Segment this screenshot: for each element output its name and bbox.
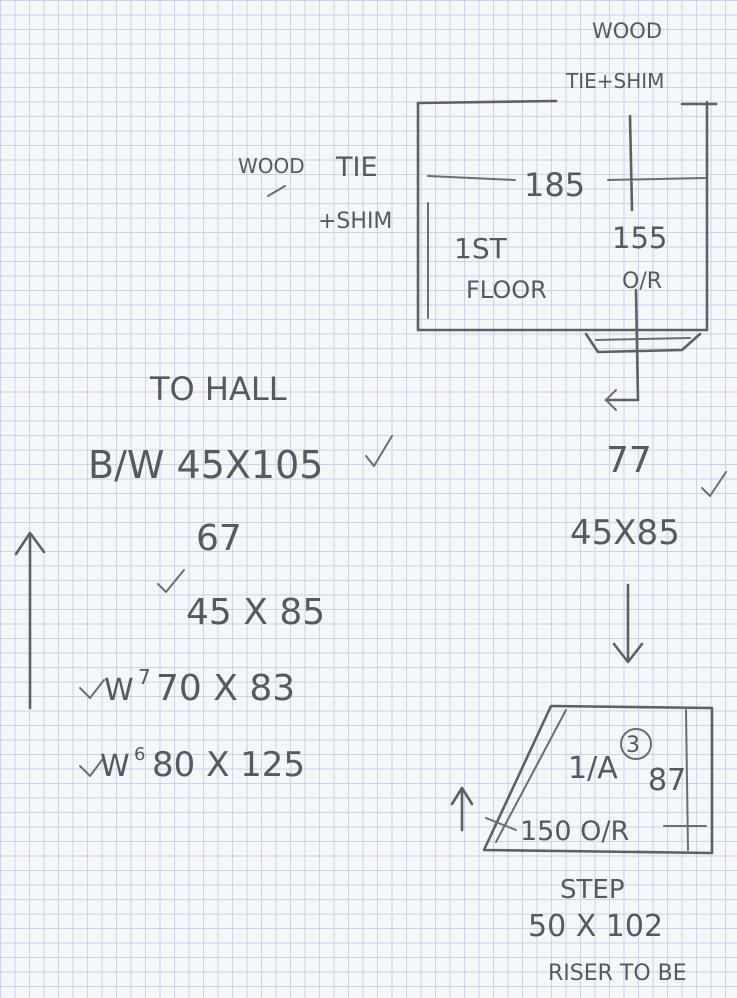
- left-label-line2: TIE: [335, 152, 378, 183]
- left-label-line1: WOOD: [238, 154, 305, 178]
- up-arrow-head: [14, 531, 46, 556]
- plan-outline: [416, 100, 709, 332]
- note-line5: 80 X 125: [152, 745, 305, 785]
- check-mark-3: [79, 679, 105, 699]
- plan-top-wall-left: [416, 99, 558, 105]
- step-outline: [482, 704, 714, 855]
- note-line5-marker: W: [100, 749, 130, 784]
- right-dim-2: 45X85: [570, 513, 680, 553]
- width-dimension-line-left: [427, 175, 516, 181]
- to-hall-label: TO HALL: [149, 370, 287, 408]
- footer-line1: STEP: [560, 875, 625, 905]
- note-line4-super: 7: [138, 665, 151, 689]
- width-dimension: 185: [524, 166, 585, 204]
- step-width-dim: 150 O/R: [520, 816, 629, 847]
- check-mark-5: [701, 471, 727, 497]
- room-name-line2: FLOOR: [466, 276, 547, 304]
- footer-line2: 50 X 102: [528, 909, 663, 944]
- note-line1: B/W 45X105: [88, 443, 323, 487]
- top-plan: WOOD TIE+SHIM WOOD TIE +SHIM 185 1ST FLO…: [238, 19, 718, 411]
- step-number-circle: [620, 728, 652, 760]
- footer-line3: RISER TO BE: [548, 961, 687, 986]
- stair-nosing-inner: [595, 337, 691, 341]
- note-line5-super: 6: [134, 744, 145, 765]
- left-label-line3: +SHIM: [318, 209, 392, 234]
- depth-line-top: [628, 114, 634, 212]
- right-notes: 77 45X85: [570, 440, 727, 664]
- note-line4-marker: W: [104, 673, 134, 708]
- down-arrow-head: [612, 642, 644, 664]
- right-dim-1: 77: [606, 440, 652, 481]
- check-mark-4: [79, 759, 103, 777]
- note-line3: 45 X 85: [186, 592, 325, 633]
- width-dim-line: [485, 817, 517, 831]
- left-notes: TO HALL B/W 45X105 67 45 X 85 W 7 70 X 8…: [14, 370, 393, 785]
- step-depth-dim: 87: [648, 763, 686, 798]
- width-dimension-line-right: [607, 177, 706, 181]
- note-line2: 67: [196, 518, 242, 559]
- step-right-line: [685, 709, 689, 851]
- left-arrow-head: [605, 389, 617, 411]
- step-up-arrow-head: [450, 786, 474, 806]
- depth-dim-line1: 155: [612, 221, 667, 255]
- check-mark-2: [157, 569, 185, 593]
- note-line4: 70 X 83: [156, 668, 295, 709]
- top-label-line2: TIE+SHIM: [565, 69, 664, 93]
- step-number: 3: [626, 733, 640, 758]
- step-plan: 1/A 3 87 150 O/R: [450, 704, 714, 855]
- tick-mark: [267, 185, 286, 197]
- footer-notes: STEP 50 X 102 RISER TO BE: [528, 875, 687, 986]
- step-label: 1/A: [568, 751, 618, 786]
- stair-nosing: [584, 332, 702, 354]
- top-label-line1: WOOD: [592, 19, 662, 43]
- step-stringer: [495, 709, 567, 843]
- check-mark-1: [365, 435, 393, 467]
- depth-dim-line2: O/R: [622, 269, 662, 294]
- depth-line-bottom: [604, 288, 640, 402]
- room-name-line1: 1ST: [454, 232, 508, 265]
